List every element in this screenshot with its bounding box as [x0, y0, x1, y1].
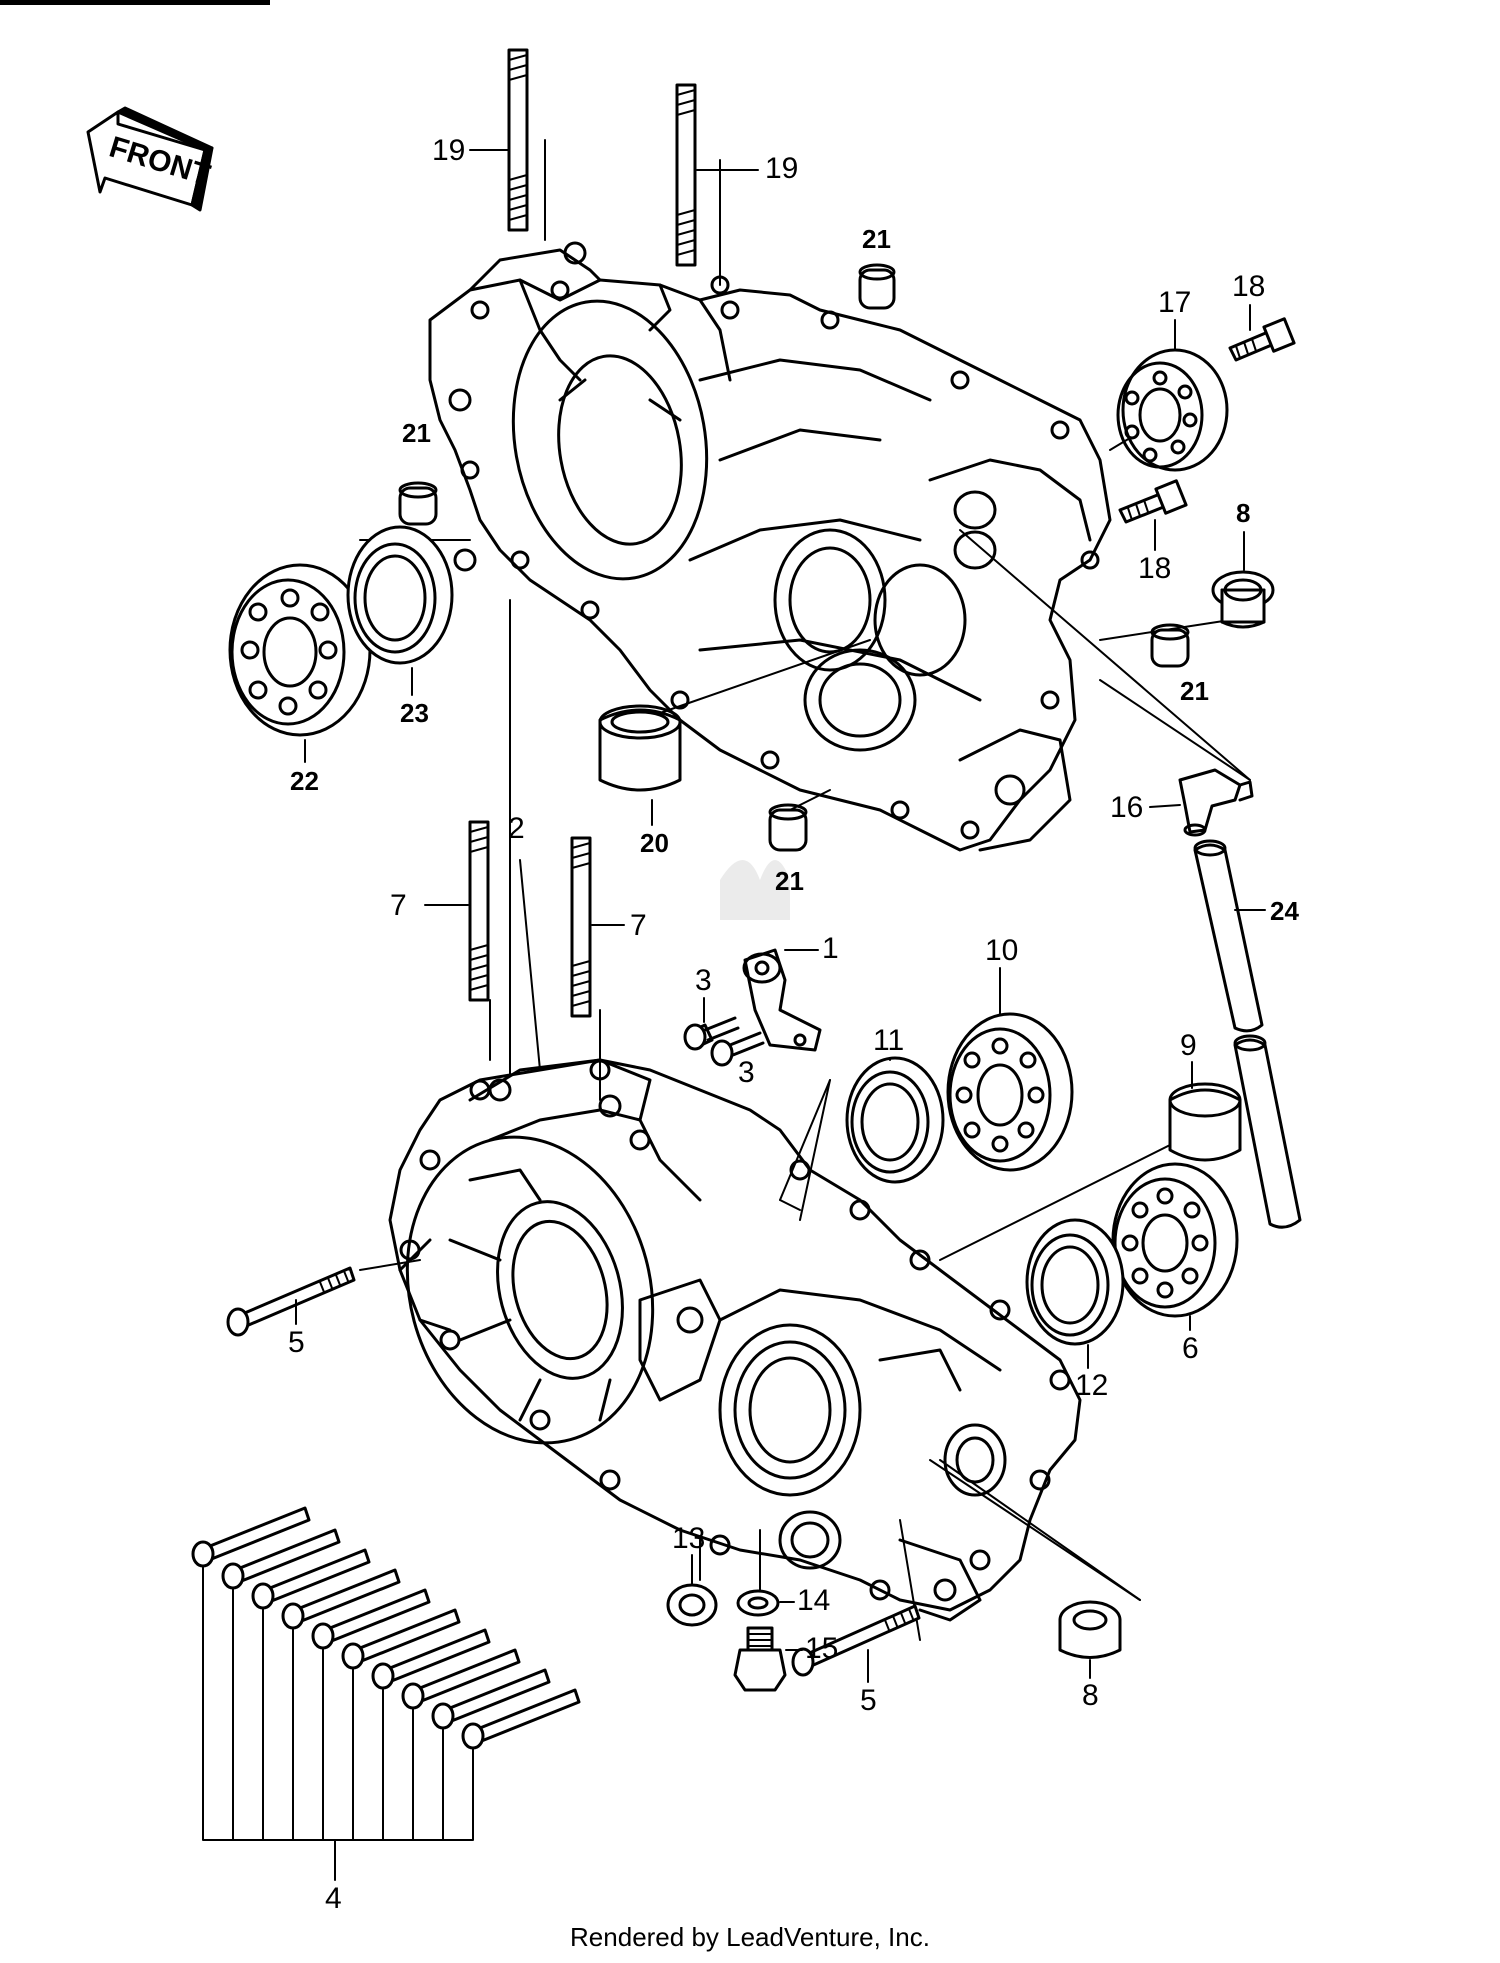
collar-9: [1168, 1082, 1242, 1162]
callout-20: 20: [640, 828, 669, 858]
callout-5a: 5: [288, 1326, 305, 1359]
stud-7-left: [468, 820, 490, 1002]
hose-fitting-16: [1178, 768, 1254, 837]
bolt-5-bottom: [791, 1604, 921, 1677]
render-credit: Rendered by LeadVenture, Inc.: [570, 1922, 930, 1952]
callout-17: 17: [1158, 286, 1191, 319]
callout-13: 13: [672, 1522, 705, 1555]
callout-18a: 18: [1232, 270, 1265, 303]
callout-1: 1: [822, 932, 839, 965]
callout-14: 14: [797, 1584, 830, 1617]
callout-4: 4: [325, 1882, 342, 1915]
bolt-18-bottom: [1118, 479, 1188, 524]
callout-21a: 21: [862, 224, 891, 254]
callout-19b: 19: [765, 152, 798, 185]
callout-15: 15: [805, 1632, 838, 1665]
front-arrow-icon: FRONT: [86, 106, 214, 212]
callout-3b: 3: [738, 1056, 755, 1089]
callout-labels: 19 19 21 21 21 21 17 18 18 8 22 23 20 16…: [288, 134, 1299, 1915]
bearing-6: [1111, 1162, 1239, 1318]
stud-19-left: [507, 48, 529, 232]
breather-hose-24: [1193, 839, 1302, 1229]
callout-23: 23: [400, 698, 429, 728]
callout-9: 9: [1180, 1029, 1197, 1062]
washer-14: [736, 1589, 780, 1617]
top-edge-rule: [0, 0, 270, 5]
drain-plug-15: [733, 1626, 787, 1692]
callout-2: 2: [508, 812, 525, 845]
callout-16: 16: [1110, 791, 1143, 824]
collar-8-top: [1211, 570, 1275, 629]
callout-18b: 18: [1138, 552, 1171, 585]
callout-12: 12: [1075, 1369, 1108, 1402]
callout-7a: 7: [390, 889, 407, 922]
bolt-set-4: [191, 1506, 581, 1881]
bracket-1: [742, 948, 822, 1052]
callout-7b: 7: [630, 909, 647, 942]
collar-20: [598, 704, 682, 792]
screw-3-upper: [683, 1016, 740, 1051]
bearing-10: [946, 1012, 1074, 1172]
callout-21c: 21: [1180, 676, 1209, 706]
callout-21b: 21: [402, 418, 431, 448]
dowel-21-bottom: [768, 803, 808, 852]
dowel-21-left: [398, 481, 438, 526]
bearing-17: [1116, 348, 1229, 472]
callout-6: 6: [1182, 1332, 1199, 1365]
dowel-21-right: [1150, 623, 1190, 668]
screw-3-lower: [710, 1031, 765, 1067]
callout-11: 11: [873, 1024, 904, 1057]
upper-crankcase-half: [428, 241, 1112, 852]
callout-19a: 19: [432, 134, 465, 167]
bolt-5-left: [226, 1266, 356, 1337]
callout-21d: 21: [775, 866, 804, 896]
collar-8-bottom: [1058, 1600, 1122, 1659]
callout-10: 10: [985, 934, 1018, 967]
callout-22: 22: [290, 766, 319, 796]
stud-19-right: [675, 83, 697, 267]
dowel-21-top: [858, 263, 896, 310]
lower-crankcase-half: [388, 1058, 1082, 1622]
oil-seal-12: [1025, 1218, 1125, 1346]
callout-5b: 5: [860, 1684, 877, 1717]
callout-24: 24: [1270, 896, 1299, 926]
callout-8a: 8: [1236, 498, 1250, 528]
stud-7-right: [570, 836, 592, 1018]
bolt-18-top: [1228, 317, 1296, 362]
watermark-logo: [720, 860, 790, 920]
callout-8b: 8: [1082, 1679, 1099, 1712]
callout-3a: 3: [695, 964, 712, 997]
nut-13: [666, 1554, 718, 1627]
oil-seal-11: [845, 1056, 945, 1184]
oil-seal-23: [346, 525, 454, 665]
